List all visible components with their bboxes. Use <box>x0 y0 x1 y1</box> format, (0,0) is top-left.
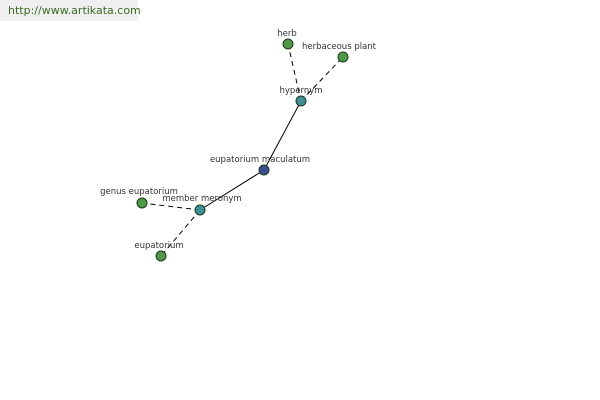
node-circle-root[interactable] <box>258 164 270 176</box>
node-label-root: eupatorium maculatum <box>210 155 310 165</box>
node-label-hypernym: hypernym <box>279 86 322 96</box>
node-circle-genus-eupatorium[interactable] <box>136 197 148 209</box>
node-eupatorium[interactable]: eupatorium <box>134 241 184 262</box>
node-herbaceous-plant[interactable]: herbaceous plant <box>302 42 377 63</box>
edge-member-meronym-eupatorium <box>160 209 201 257</box>
node-circle-eupatorium[interactable] <box>155 250 167 262</box>
node-label-genus-eupatorium: genus eupatorium <box>100 187 178 197</box>
node-label-herbaceous-plant: herbaceous plant <box>302 42 377 52</box>
edges-layer <box>141 43 344 257</box>
node-hypernym[interactable]: hypernym <box>279 86 323 107</box>
edge-hypernym-herbaceous-plant <box>300 56 344 102</box>
nodes-layer: eupatorium maculatum hypernym member meron… <box>100 29 377 262</box>
node-label-herb: herb <box>277 29 297 39</box>
node-member-meronym[interactable]: member meronym <box>162 194 242 216</box>
node-circle-herbaceous-plant[interactable] <box>337 51 349 63</box>
edge-root-hypernym <box>263 100 302 171</box>
node-label-eupatorium: eupatorium <box>134 241 183 251</box>
node-herb[interactable]: herb <box>277 29 297 50</box>
node-circle-member-meronym[interactable] <box>194 204 206 216</box>
node-circle-hypernym[interactable] <box>295 95 307 107</box>
node-root[interactable]: eupatorium maculatum <box>210 155 310 176</box>
node-genus-eupatorium[interactable]: genus eupatorium <box>100 187 178 209</box>
node-label-member-meronym: member meronym <box>162 194 241 204</box>
node-circle-herb[interactable] <box>282 38 294 50</box>
edge-member-meronym-genus-eupatorium <box>141 202 201 211</box>
edge-root-member-meronym <box>199 169 265 211</box>
edge-hypernym-herb <box>287 43 302 102</box>
watermark-url: http://www.artikata.com <box>0 0 141 21</box>
